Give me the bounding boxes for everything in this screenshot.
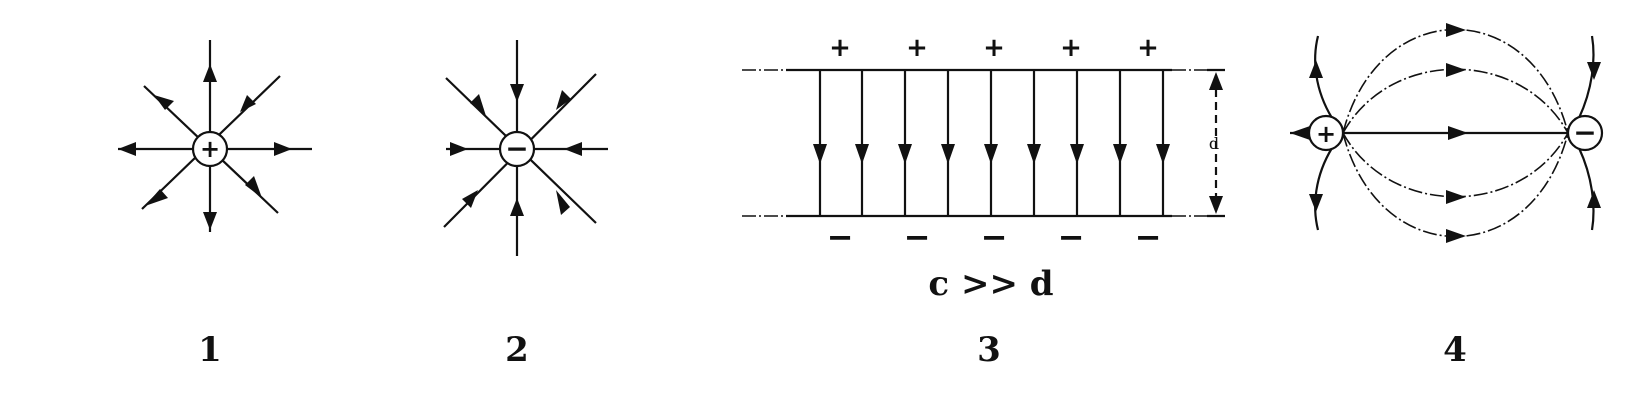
bottom-plate-minus-sign: − [1058, 218, 1085, 256]
panel-3-parallel-plates: + + + + + − − − − − d c >> d 3 [742, 33, 1225, 370]
dipole-negative-sign: − [1573, 116, 1596, 149]
bottom-plate-minus-sign: − [981, 218, 1008, 256]
top-plate-plus-sign: + [983, 33, 1005, 63]
panel-4-number: 4 [1443, 330, 1467, 370]
dipole-negative-charge [1566, 114, 1604, 152]
panel-2-charge-sign: − [505, 132, 528, 165]
bottom-plate-minus-sign: − [827, 218, 854, 256]
panel-3-relation: c >> d [928, 264, 1053, 304]
panel-2-arrowheads [450, 84, 582, 216]
panel-3-arrowheads [813, 144, 1170, 164]
panel-1-arrowheads [118, 64, 292, 230]
panel-4-dipole: + − 4 [1290, 23, 1604, 370]
panel-4-arrowheads [1290, 23, 1601, 243]
panel-3-top-plate-signs: + + + + + [829, 33, 1159, 63]
panel-1-positive-charge: + 1 [118, 40, 312, 370]
gap-dimension: d [1207, 68, 1225, 218]
gap-label: d [1209, 134, 1219, 153]
panel-2-number: 2 [505, 330, 529, 370]
panel-3-field-lines [818, 70, 1165, 216]
top-plate-plus-sign: + [906, 33, 928, 63]
top-plate-plus-sign: + [829, 33, 851, 63]
positive-charge [191, 130, 229, 168]
bottom-plate-minus-sign: − [1135, 218, 1162, 256]
bottom-plate-minus-sign: − [904, 218, 931, 256]
panel-2-negative-charge: − 2 [443, 40, 608, 370]
negative-charge [498, 130, 536, 168]
panel-3-bottom-plate-signs: − − − − − [827, 218, 1162, 256]
panel-1-charge-sign: + [200, 135, 220, 163]
dipole-positive-sign: + [1316, 120, 1336, 148]
panel-3-plates [742, 68, 1212, 218]
dipole-positive-charge [1307, 114, 1345, 152]
top-plate-plus-sign: + [1137, 33, 1159, 63]
panel-3-number: 3 [977, 330, 1001, 370]
top-plate-plus-sign: + [1060, 33, 1082, 63]
panel-1-number: 1 [198, 330, 222, 370]
